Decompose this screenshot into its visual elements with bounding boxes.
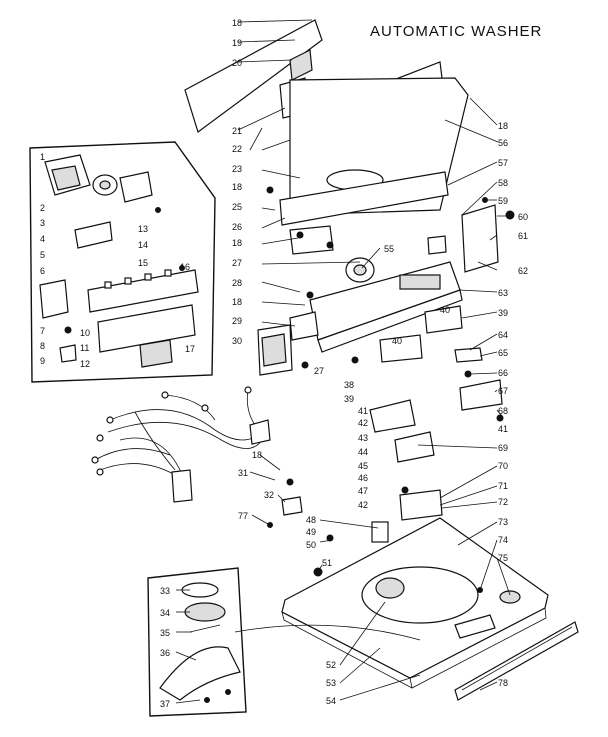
- callout-48: 48: [306, 515, 316, 525]
- callout-10: 10: [80, 328, 90, 338]
- callout-71: 71: [498, 481, 508, 491]
- callout-54: 54: [326, 696, 336, 706]
- callout-65: 65: [498, 348, 508, 358]
- callout-56: 56: [498, 138, 508, 148]
- callout-38: 38: [344, 380, 354, 390]
- wire-harness: [91, 386, 271, 503]
- callout-22: 22: [232, 144, 242, 154]
- callout-55: 55: [384, 244, 394, 254]
- callout-18-top: 18: [232, 18, 242, 28]
- callout-64: 64: [498, 330, 508, 340]
- callout-46: 46: [358, 473, 368, 483]
- callout-30: 30: [232, 336, 242, 346]
- callout-37: 37: [160, 699, 170, 709]
- callout-66: 66: [498, 368, 508, 378]
- callout-50: 50: [306, 540, 316, 550]
- callout-14: 14: [138, 240, 148, 250]
- callout-60: 60: [518, 212, 528, 222]
- callout-59: 59: [498, 196, 508, 206]
- center-parts: [267, 399, 443, 543]
- callout-53: 53: [326, 678, 336, 688]
- callout-45: 45: [358, 461, 368, 471]
- callout-40-right: 40: [440, 305, 450, 315]
- callout-58: 58: [498, 178, 508, 188]
- callout-27-low: 27: [314, 366, 324, 376]
- callout-31: 31: [238, 468, 248, 478]
- callout-69: 69: [498, 443, 508, 453]
- callout-39-right: 39: [498, 308, 508, 318]
- callout-12: 12: [80, 359, 90, 369]
- callout-43: 43: [358, 433, 368, 443]
- callout-44: 44: [358, 447, 368, 457]
- callout-23: 23: [232, 164, 242, 174]
- callout-17: 17: [185, 344, 195, 354]
- callout-32: 32: [264, 490, 274, 500]
- inset-agitator-parts: [147, 567, 247, 717]
- callout-57: 57: [498, 158, 508, 168]
- leader-lines: [175, 19, 514, 704]
- bracket-and-panel-assembly: [184, 19, 469, 255]
- callout-74: 74: [498, 535, 508, 545]
- callout-18-wire: 18: [252, 450, 262, 460]
- callout-16: 16: [180, 262, 190, 272]
- callout-21: 21: [232, 126, 242, 136]
- callout-41-left: 41: [358, 406, 368, 416]
- callout-35: 35: [160, 628, 170, 638]
- callout-3: 3: [40, 218, 45, 228]
- callout-26: 26: [232, 222, 242, 232]
- callout-49: 49: [306, 527, 316, 537]
- callout-51: 51: [322, 558, 332, 568]
- callout-28: 28: [232, 278, 242, 288]
- callout-68: 68: [498, 406, 508, 416]
- callout-39-center: 39: [344, 394, 354, 404]
- callout-63: 63: [498, 288, 508, 298]
- callout-6: 6: [40, 266, 45, 276]
- callout-77: 77: [238, 511, 248, 521]
- callout-15: 15: [138, 258, 148, 268]
- callout-40-center: 40: [392, 336, 402, 346]
- callout-19: 19: [232, 38, 242, 48]
- callout-41-right: 41: [498, 424, 508, 434]
- callout-52: 52: [326, 660, 336, 670]
- callout-62: 62: [518, 266, 528, 276]
- callout-75: 75: [498, 553, 508, 563]
- callout-67: 67: [498, 386, 508, 396]
- callout-36: 36: [160, 648, 170, 658]
- callout-20: 20: [232, 58, 242, 68]
- callout-8: 8: [40, 341, 45, 351]
- callout-29: 29: [232, 316, 242, 326]
- callout-9: 9: [40, 356, 45, 366]
- callout-27-top: 27: [232, 258, 242, 268]
- callout-33: 33: [160, 586, 170, 596]
- callout-11: 11: [80, 343, 89, 353]
- callout-4: 4: [40, 234, 45, 244]
- callout-18-lower: 18: [232, 238, 242, 248]
- base-top-panel: [234, 517, 579, 701]
- callout-34: 34: [160, 608, 170, 618]
- callout-18-right: 18: [498, 121, 508, 131]
- right-side-parts: [379, 197, 515, 422]
- console-panel: [257, 257, 463, 376]
- callout-61: 61: [518, 231, 528, 241]
- callout-18-side: 18: [232, 297, 242, 307]
- callout-70: 70: [498, 461, 508, 471]
- callout-labels: 1 2 3 4 5 6 7 8 9 10 11 12 13 14 15 16 1…: [40, 18, 528, 709]
- callout-78: 78: [498, 678, 508, 688]
- callout-42-low: 42: [358, 500, 368, 510]
- callout-25: 25: [232, 202, 242, 212]
- callout-5: 5: [40, 250, 45, 260]
- callout-1: 1: [40, 152, 45, 162]
- callout-47: 47: [358, 486, 368, 496]
- diagram-title: AUTOMATIC WASHER: [370, 23, 542, 40]
- callout-7: 7: [40, 326, 45, 336]
- callout-42-top: 42: [358, 418, 368, 428]
- callout-13: 13: [138, 224, 148, 234]
- callout-18-mid: 18: [232, 182, 242, 192]
- callout-72: 72: [498, 497, 508, 507]
- callout-73: 73: [498, 517, 508, 527]
- callout-2: 2: [40, 203, 45, 213]
- inset-control-parts: [29, 141, 216, 383]
